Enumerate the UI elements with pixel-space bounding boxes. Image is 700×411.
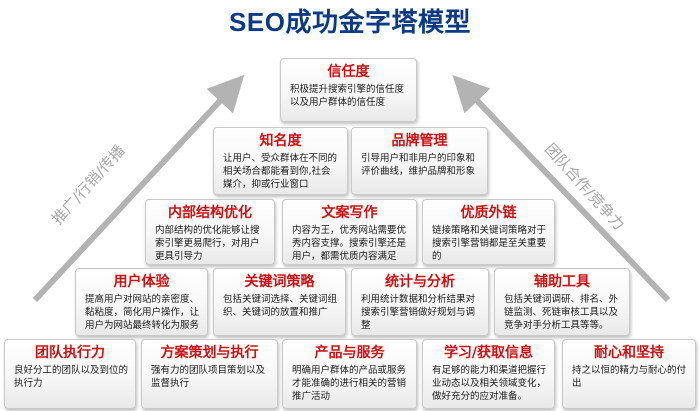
card-heading: 耐心和坚持 [594, 345, 664, 361]
card-heading: 产品与服务 [314, 345, 385, 361]
card-description: 明确用户群体的产品或服务才能准确的进行相关的营销推广活动 [292, 365, 407, 402]
card-heading: 团队执行力 [35, 345, 105, 361]
pyramid-card-quality-backlinks: 优质外链 链接策略和关键词策略对于搜索引擎营销都是至关重要的 [422, 199, 555, 265]
card-heading: 用户体验 [113, 274, 170, 290]
pyramid-card-patience-persistence: 耐心和坚持 持之以恒的精力与耐心的付出 [562, 339, 696, 409]
left-arrow-icon [32, 74, 245, 303]
card-description: 引导用户和非用户的印象和评价曲线，维护品牌和形象 [361, 153, 476, 177]
card-heading: 辅助工具 [534, 274, 590, 290]
card-heading: 信任度 [327, 64, 370, 80]
card-heading: 品牌管理 [391, 133, 448, 149]
card-description: 积极提升搜索引擎的信任度以及用户群体的信任度 [290, 84, 405, 108]
card-heading: 内部结构优化 [168, 205, 252, 221]
pyramid-card-auxiliary-tools: 辅助工具 包括关键词调研、排名、外链监测、死链审核工具以及竞争对手分析工具等等。 [494, 268, 630, 336]
card-heading: 关键词策略 [244, 274, 315, 290]
card-description: 包括关键词调研、排名、外链监测、死链审核工具以及竞争对手分析工具等等。 [504, 294, 619, 331]
card-description: 包括关键词选择、关键词组织、关键词的放置和推广 [223, 294, 338, 318]
pyramid-card-awareness: 知名度 让用户、受众群体在不同的相关场合都能看到你,社会媒介，抑或行业窗口 [213, 127, 348, 195]
diagram-title: SEO成功金字塔模型 [229, 7, 471, 37]
pyramid-card-brand-management: 品牌管理 引导用户和非用户的印象和评价曲线，维护品牌和形象 [351, 127, 488, 195]
pyramid-card-keyword-strategy: 关键词策略 包括关键词选择、关键词组织、关键词的放置和推广 [213, 268, 346, 336]
card-heading: 统计与分析 [385, 274, 455, 290]
pyramid-card-statistics-analysis: 统计与分析 利用统计数据和分析结果对搜索引擎营销做好规划与调整 [351, 268, 489, 336]
card-description: 提高用户对网站的亲密度、黏粘度，简化用户操作，让用户为网站最终转化为服务 [85, 294, 200, 331]
card-heading: 方案策划与执行 [160, 345, 259, 361]
card-description: 内容为王，优秀网站需要优秀内容支撑。搜索引擎还是用户，都需优质内容满足 [292, 225, 407, 262]
card-description: 良好分工的团队以及到位的执行力 [14, 365, 129, 389]
pyramid-card-planning-execution: 方案策划与执行 强有力的团队项目策划以及监督执行 [141, 339, 278, 409]
card-description: 让用户、受众群体在不同的相关场合都能看到你,社会媒介，抑或行业窗口 [223, 153, 338, 190]
card-heading: 文案写作 [321, 205, 378, 221]
pyramid-card-trust: 信任度 积极提升搜索引擎的信任度以及用户群体的信任度 [280, 58, 417, 122]
pyramid-card-user-experience: 用户体验 提高用户对网站的亲密度、黏粘度，简化用户操作，让用户为网站最终转化为服… [75, 268, 208, 336]
card-description: 强有力的团队项目策划以及监督执行 [151, 365, 266, 389]
card-heading: 知名度 [259, 133, 302, 149]
pyramid-card-product-service: 产品与服务 明确用户群体的产品或服务才能准确的进行相关的营销推广活动 [282, 339, 417, 409]
card-description: 内部结构的优化能够让搜索引擎更易爬行，对用户更具引导力 [155, 225, 260, 262]
pyramid-card-learning-info: 学习/获取信息 有足够的能力和渠道把握行业动态以及相关领域变化，做好充分的应对准… [422, 339, 555, 409]
card-description: 持之以恒的精力与耐心的付出 [572, 365, 687, 389]
right-arrow-icon [452, 74, 671, 303]
pyramid-card-internal-structure: 内部结构优化 内部结构的优化能够让搜索引擎更易爬行，对用户更具引导力 [145, 199, 275, 265]
card-heading: 优质外链 [460, 205, 517, 221]
card-heading: 学习/获取信息 [443, 345, 534, 361]
pyramid-card-team-execution: 团队执行力 良好分工的团队以及到位的执行力 [4, 339, 136, 409]
card-description: 利用统计数据和分析结果对搜索引擎营销做好规划与调整 [361, 294, 476, 331]
pyramid-card-copywriting: 文案写作 内容为王，优秀网站需要优秀内容支撑。搜索引擎还是用户，都需优质内容满足 [282, 199, 417, 265]
card-description: 有足够的能力和渠道把握行业动态以及相关领域变化，做好充分的应对准备。 [432, 365, 547, 402]
card-description: 链接策略和关键词策略对于搜索引擎营销都是至关重要的 [432, 225, 547, 262]
